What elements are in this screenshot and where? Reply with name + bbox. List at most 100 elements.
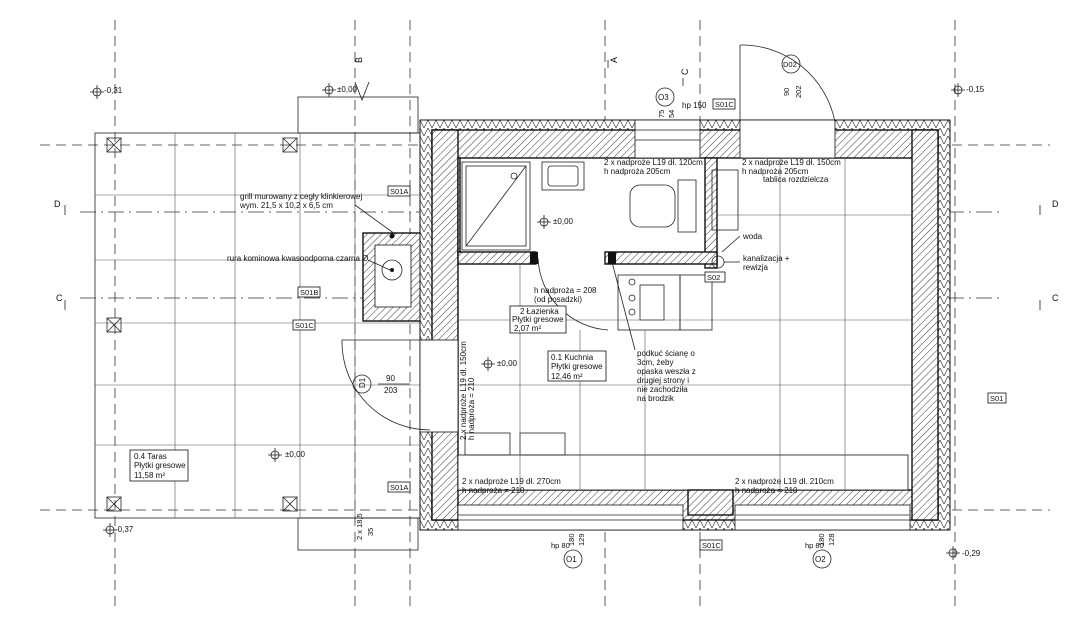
svg-text:O1: O1	[566, 555, 577, 564]
svg-text:A: A	[609, 57, 619, 63]
svg-text:na brodzik: na brodzik	[637, 394, 675, 403]
section-mark-c-left: C	[56, 293, 66, 310]
section-marks: B A C D D C C	[54, 57, 1059, 310]
svg-text:2 x nadproże L19 dł. 150cm: 2 x nadproże L19 dł. 150cm	[742, 158, 841, 167]
svg-text:C: C	[1052, 293, 1059, 303]
tag-s01a-bottom: S01A	[387, 481, 411, 493]
svg-text:-0,29: -0,29	[962, 549, 981, 558]
level-marker-top-left: -0,31	[90, 85, 123, 99]
section-mark-b: B	[354, 57, 370, 102]
post-markers	[106, 137, 298, 512]
svg-text:h nadproża = 208: h nadproża = 208	[534, 286, 597, 295]
tag-s02: S02	[704, 271, 726, 283]
annotations: grill murowany z cegły klinkierowej wym.…	[227, 158, 841, 495]
room-label-kitchen: 0.1 Kuchnia Płytki gresowe 12,46 m²	[547, 350, 607, 382]
opening-o1: O1	[563, 549, 583, 569]
svg-text:±0,00: ±0,00	[497, 359, 518, 368]
tag-s01b: S01B	[297, 286, 321, 298]
level-marker-grill: ±0,00	[322, 83, 358, 97]
svg-text:Płytki gresowe: Płytki gresowe	[134, 461, 186, 470]
svg-text:wym. 21,5 x 10,2 x 6,5 cm: wym. 21,5 x 10,2 x 6,5 cm	[239, 201, 333, 210]
svg-text:2 x nadproże L19 dł. 150cm: 2 x nadproże L19 dł. 150cm	[459, 341, 468, 440]
svg-text:S01A: S01A	[390, 187, 408, 196]
svg-text:0.4 Taras: 0.4 Taras	[134, 452, 167, 461]
interior-walls	[457, 157, 718, 331]
svg-text:S01A: S01A	[390, 483, 408, 492]
svg-text:2,07 m²: 2,07 m²	[514, 324, 541, 333]
section-mark-d-left: D	[54, 199, 66, 215]
svg-text:90: 90	[386, 374, 395, 383]
svg-text:S01: S01	[990, 394, 1003, 403]
tag-s01c-top: S01C	[712, 98, 736, 110]
svg-text:D02: D02	[783, 60, 797, 69]
svg-text:podkuć ścianę o: podkuć ścianę o	[637, 349, 695, 358]
svg-text:grill murowany z cegły klinkie: grill murowany z cegły klinkierowej	[240, 192, 362, 201]
svg-text:h nadproża = 210: h nadproża = 210	[467, 377, 476, 440]
level-marker-bottom-left: -0,37	[103, 523, 134, 537]
svg-text:2 x nadproże L19 dł. 120cm: 2 x nadproże L19 dł. 120cm	[604, 158, 703, 167]
svg-text:B: B	[354, 57, 364, 63]
tag-s01a-top: S01A	[387, 185, 411, 197]
svg-text:opaska weszła z: opaska weszła z	[637, 367, 696, 376]
svg-text:h nadproża 205cm: h nadproża 205cm	[604, 167, 671, 176]
svg-text:±0,00: ±0,00	[553, 217, 574, 226]
svg-text:54: 54	[667, 110, 676, 118]
svg-text:128: 128	[827, 533, 836, 546]
svg-text:-0,31: -0,31	[104, 86, 123, 95]
svg-text:3cm, żeby: 3cm, żeby	[637, 358, 673, 367]
svg-text:75: 75	[657, 110, 666, 118]
svg-text:180: 180	[567, 533, 576, 546]
svg-text:S02: S02	[707, 273, 720, 282]
terrace-grid	[94, 96, 421, 551]
level-marker-bottom-right: -0,29	[946, 546, 981, 560]
svg-text:129: 129	[577, 533, 586, 546]
svg-text:C: C	[680, 68, 690, 75]
svg-text:drugiej strony i: drugiej strony i	[637, 376, 689, 385]
svg-text:±0,00: ±0,00	[285, 450, 306, 459]
level-markers: -0,31 -0,15 -0,37 -0,29 ±0,00 ±0,00 ±0,0…	[90, 83, 985, 560]
room-labels: 0.1 Kuchnia Płytki gresowe 12,46 m² 2 Ła…	[129, 305, 607, 482]
svg-text:woda: woda	[742, 232, 763, 241]
svg-text:2 x nadproże L19 dł. 210cm: 2 x nadproże L19 dł. 210cm	[735, 477, 834, 486]
section-mark-c-top: C	[680, 68, 690, 86]
svg-text:S01C: S01C	[295, 321, 314, 330]
svg-text:S01C: S01C	[702, 541, 721, 550]
room-label-terrace: 0.4 Taras Płytki gresowe 11,58 m²	[129, 449, 189, 482]
svg-text:90: 90	[782, 88, 791, 96]
svg-text:O2: O2	[815, 555, 826, 564]
svg-text:2 Łazienka: 2 Łazienka	[520, 307, 559, 316]
svg-text:hp 150: hp 150	[682, 101, 707, 110]
svg-text:2 x 18,5: 2 x 18,5	[355, 513, 364, 540]
svg-text:11,58 m²: 11,58 m²	[134, 471, 165, 480]
svg-text:h nadproża 205cm: h nadproża 205cm	[742, 167, 809, 176]
svg-text:hp 80: hp 80	[805, 541, 824, 550]
tag-s01c-left: S01C	[292, 319, 316, 331]
opening-d1: D1	[352, 374, 372, 394]
svg-text:D: D	[1052, 199, 1059, 209]
section-mark-c-right: C	[1039, 293, 1059, 310]
room-label-bathroom: 2 Łazienka Płytki gresowe 2,07 m²	[509, 305, 567, 334]
svg-text:hp 80: hp 80	[551, 541, 570, 550]
section-mark-a-top: A	[607, 57, 619, 68]
svg-text:Płytki gresowe: Płytki gresowe	[512, 315, 564, 324]
svg-text:h nadproża = 210: h nadproża = 210	[462, 486, 525, 495]
svg-text:-0,37: -0,37	[115, 525, 134, 534]
room-tags: S01A S01B S01C S01A S01C S01C S02 S01	[292, 98, 1007, 551]
svg-text:Płytki gresowe: Płytki gresowe	[551, 362, 603, 371]
level-marker-terrace: ±0,00	[268, 448, 306, 462]
svg-text:202: 202	[794, 85, 803, 98]
svg-text:D1: D1	[358, 377, 367, 388]
svg-text:180: 180	[817, 533, 826, 546]
opening-o3: O3	[655, 87, 675, 107]
tag-s01: S01	[987, 392, 1007, 404]
svg-text:rura kominowa kwasoodporna cza: rura kominowa kwasoodporna czarna Ø	[227, 254, 368, 263]
svg-text:D: D	[54, 199, 61, 209]
svg-text:12,46 m²: 12,46 m²	[551, 372, 583, 381]
svg-text:tablica rozdzielcza: tablica rozdzielcza	[763, 175, 829, 184]
svg-text:(od posadzki): (od posadzki)	[534, 295, 582, 304]
svg-text:35: 35	[366, 528, 375, 536]
level-marker-top-right: -0,15	[951, 83, 985, 97]
svg-text:rewizja: rewizja	[743, 263, 768, 272]
level-marker-bathroom: ±0,00	[537, 215, 574, 229]
